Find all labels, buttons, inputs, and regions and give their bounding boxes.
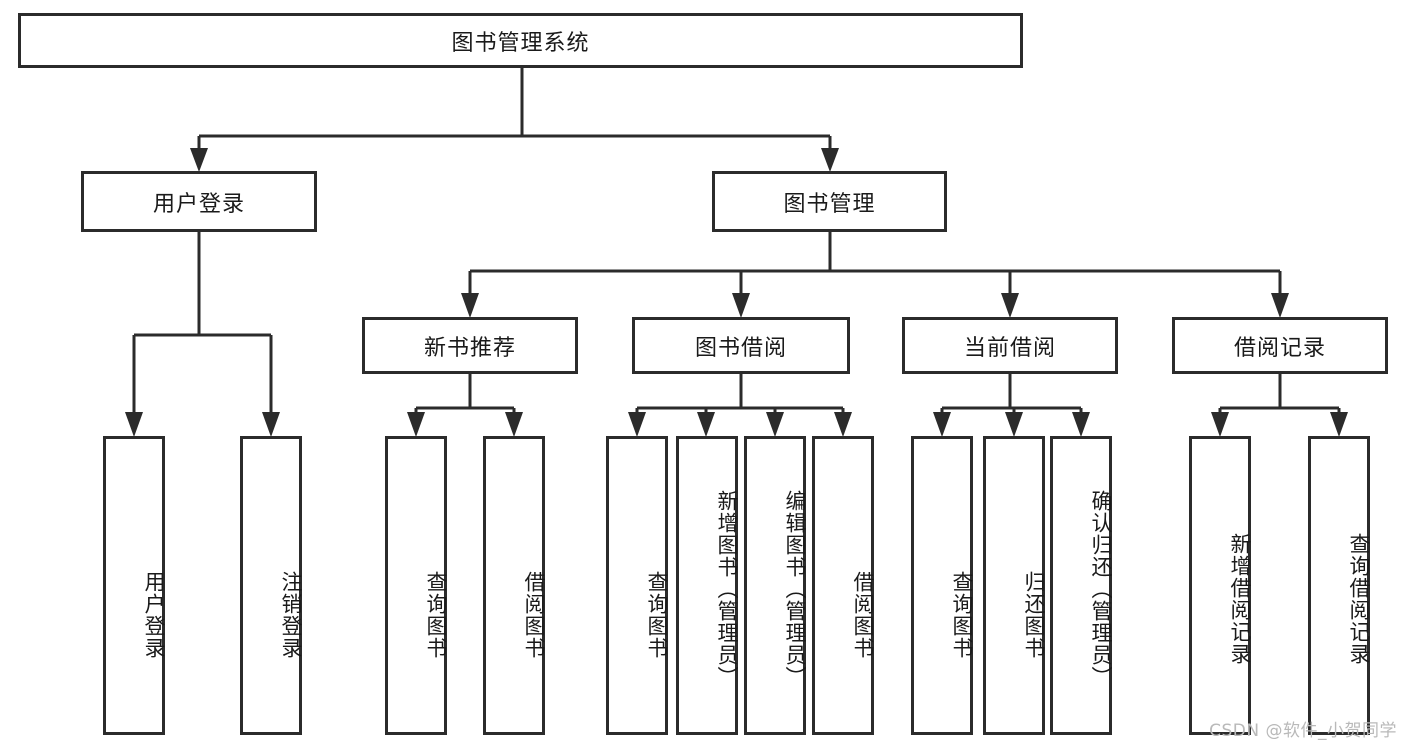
node-leaf-borrow-borrow-book-box <box>812 436 874 735</box>
node-root[interactable] <box>18 13 1023 68</box>
node-leaf-user-login[interactable] <box>103 436 165 735</box>
node-leaf-record-add-box <box>1189 436 1251 735</box>
arrowhead-current-query-book <box>933 412 951 437</box>
node-new-book-recommend-box <box>362 317 578 374</box>
arrowhead-user-login <box>190 148 208 172</box>
node-leaf-current-query-book-box <box>911 436 973 735</box>
csdn-watermark: CSDN @软件_小贺同学 <box>1209 721 1397 741</box>
node-leaf-borrow-edit-book-box <box>744 436 806 735</box>
arrowhead-current-return-book <box>1005 412 1023 437</box>
arrowhead-leaf-user-logout <box>262 412 280 437</box>
node-leaf-borrow-borrow-book[interactable] <box>812 436 874 735</box>
node-leaf-rec-borrow-book-box <box>483 436 545 735</box>
node-user-login-box <box>81 171 317 232</box>
node-leaf-rec-query-book[interactable] <box>385 436 447 735</box>
node-leaf-rec-borrow-book[interactable] <box>483 436 545 735</box>
node-leaf-borrow-edit-book[interactable] <box>744 436 806 735</box>
arrowhead-leaf-user-login <box>125 412 143 437</box>
node-borrow-record-box <box>1172 317 1388 374</box>
arrowhead-borrow-borrow-book <box>834 412 852 437</box>
node-leaf-current-query-book[interactable] <box>911 436 973 735</box>
node-leaf-current-return-book[interactable] <box>983 436 1045 735</box>
arrowhead-book-manage <box>821 148 839 172</box>
arrowhead-current-borrow <box>1001 293 1019 318</box>
arrowhead-borrow-query-book <box>628 412 646 437</box>
node-leaf-borrow-add-book-box <box>676 436 738 735</box>
arrowhead-current-confirm-return <box>1072 412 1090 437</box>
node-book-manage[interactable] <box>712 171 947 232</box>
node-borrow-record[interactable] <box>1172 317 1388 374</box>
node-leaf-record-query-box <box>1308 436 1370 735</box>
arrowhead-borrow-edit-book <box>766 412 784 437</box>
node-current-borrow-box <box>902 317 1118 374</box>
node-root-box <box>18 13 1023 68</box>
arrowhead-record-query <box>1330 412 1348 437</box>
node-book-manage-box <box>712 171 947 232</box>
node-leaf-record-query[interactable] <box>1308 436 1370 735</box>
node-leaf-current-confirm-return-box <box>1050 436 1112 735</box>
node-leaf-borrow-query-book[interactable] <box>606 436 668 735</box>
node-leaf-user-logout[interactable] <box>240 436 302 735</box>
node-book-borrow[interactable] <box>632 317 850 374</box>
node-book-borrow-box <box>632 317 850 374</box>
node-leaf-rec-query-book-box <box>385 436 447 735</box>
arrowhead-rec-borrow-book <box>505 412 523 437</box>
node-leaf-current-confirm-return[interactable] <box>1050 436 1112 735</box>
node-current-borrow[interactable] <box>902 317 1118 374</box>
node-user-login[interactable] <box>81 171 317 232</box>
arrowhead-borrow-add-book <box>697 412 715 437</box>
node-leaf-user-login-box <box>103 436 165 735</box>
arrowhead-rec-query-book <box>407 412 425 437</box>
node-leaf-borrow-add-book[interactable] <box>676 436 738 735</box>
arrowhead-new-book-recommend <box>461 293 479 318</box>
node-leaf-current-return-book-box <box>983 436 1045 735</box>
arrowhead-record-add <box>1211 412 1229 437</box>
node-leaf-record-add[interactable] <box>1189 436 1251 735</box>
node-leaf-user-logout-box <box>240 436 302 735</box>
node-leaf-borrow-query-book-box <box>606 436 668 735</box>
arrowhead-book-borrow <box>732 293 750 318</box>
node-new-book-recommend[interactable] <box>362 317 578 374</box>
arrowhead-borrow-record <box>1271 293 1289 318</box>
